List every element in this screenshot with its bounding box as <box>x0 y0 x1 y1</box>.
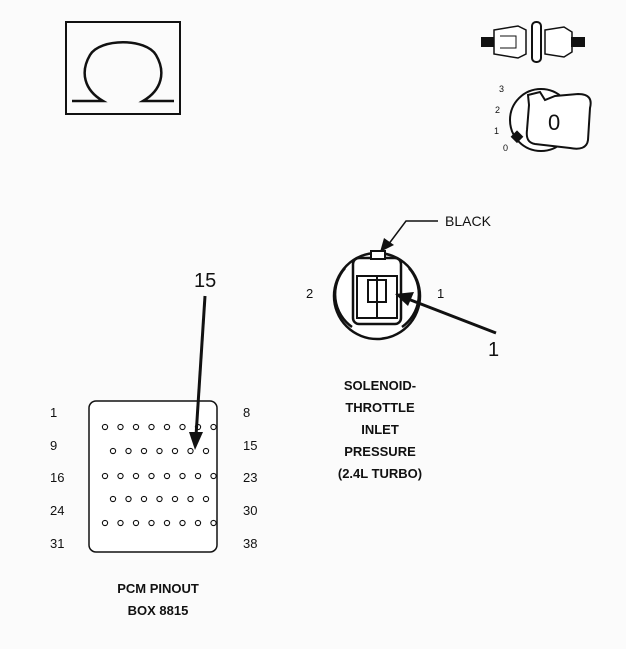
pcm-pin <box>210 472 217 480</box>
caption-line: (2.4L TURBO) <box>337 466 423 481</box>
ignition-position-0: 0 <box>503 143 509 153</box>
solenoid-connector <box>332 250 422 341</box>
pcm-caption: PCM PINOUT BOX 8815 <box>98 578 218 622</box>
pcm-pin <box>148 423 155 431</box>
pcm-pin <box>125 447 132 455</box>
pcm-row-label-right: 38 <box>243 536 258 551</box>
caption-line: PRESSURE <box>344 444 416 459</box>
connector-caption: SOLENOID- THROTTLE INLET PRESSURE (2.4L … <box>320 375 440 485</box>
pcm-pin <box>117 423 124 431</box>
caption-line: PCM PINOUT <box>117 581 199 596</box>
pcm-pin <box>132 519 140 527</box>
connector-callout-number: 1 <box>488 339 500 361</box>
pcm-row-label-left: 9 <box>50 438 58 453</box>
pcm-pin <box>210 423 217 431</box>
ignition-key-label: 0 <box>548 110 561 135</box>
caption-line: INLET <box>361 422 399 437</box>
caption-line: SOLENOID- <box>343 378 417 393</box>
pcm-pin <box>187 447 194 455</box>
caption-line: THROTTLE <box>345 400 415 415</box>
pcm-pin <box>187 495 194 503</box>
pcm-row-label-right: 23 <box>243 470 258 485</box>
connector-pin-2-label: 2 <box>306 286 314 301</box>
pcm-row-label-left: 24 <box>50 503 65 518</box>
pcm-pin <box>101 472 109 480</box>
ignition-key-icon <box>509 88 592 152</box>
connector-disconnect-icon <box>481 21 585 63</box>
pcm-pinout-box <box>88 400 218 553</box>
pin1-callout-arrow <box>395 292 497 335</box>
pcm-pin <box>117 519 124 527</box>
pcm-pin <box>101 423 109 431</box>
pcm-row-label-left: 1 <box>50 405 58 420</box>
pcm-pin <box>163 472 171 480</box>
pcm-pin <box>171 495 179 503</box>
pcm-pin <box>140 447 148 455</box>
pin15-callout-arrow <box>189 295 207 450</box>
pcm-pin <box>171 447 179 455</box>
pcm-pin <box>179 472 186 480</box>
pcm-row-label-right: 8 <box>243 405 251 420</box>
pcm-pin <box>101 519 109 527</box>
caption-line: BOX 8815 <box>127 603 189 618</box>
pcm-pin <box>163 423 171 431</box>
pcm-pin <box>179 423 186 431</box>
pcm-pin <box>163 519 171 527</box>
pcm-pin <box>210 519 217 527</box>
pcm-pin <box>156 495 163 503</box>
pcm-pin-15 <box>202 447 210 455</box>
pcm-pin <box>202 495 210 503</box>
pcm-pin <box>132 423 140 431</box>
pcm-pin <box>156 447 163 455</box>
pcm-pin <box>109 447 117 455</box>
wire-color-label: BLACK <box>445 213 491 229</box>
ignition-position-1: 1 <box>494 126 500 136</box>
pcm-pin-grid <box>101 423 217 527</box>
ignition-position-3: 3 <box>499 84 505 94</box>
pcm-pin <box>148 519 155 527</box>
pcm-pin <box>194 472 202 480</box>
pcm-row-label-right: 15 <box>243 438 258 453</box>
pcm-pin <box>140 495 148 503</box>
pcm-pin <box>194 519 202 527</box>
pcm-pin <box>109 495 117 503</box>
ohm-meter-icon <box>65 21 181 115</box>
pcm-pin <box>117 472 124 480</box>
black-wire-leader <box>380 220 438 252</box>
ignition-position-2: 2 <box>495 105 501 115</box>
pcm-row-label-right: 30 <box>243 503 258 518</box>
pcm-pin <box>125 495 132 503</box>
pcm-row-label-left: 16 <box>50 470 65 485</box>
pcm-pin <box>179 519 186 527</box>
pcm-pin <box>132 472 140 480</box>
pcm-callout-number: 15 <box>194 270 217 292</box>
connector-pin-1-label: 1 <box>437 286 445 301</box>
pcm-row-label-left: 31 <box>50 536 65 551</box>
pcm-pin <box>148 472 155 480</box>
